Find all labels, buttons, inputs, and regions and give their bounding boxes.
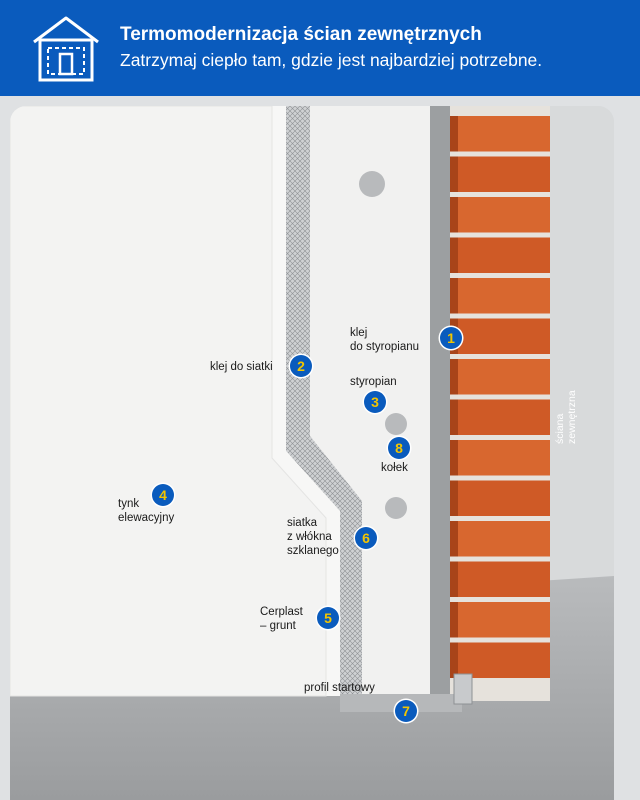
- brick-edge: [450, 278, 458, 314]
- brick: [458, 642, 550, 678]
- brick-courses: [450, 116, 550, 678]
- badge-1: 1: [440, 327, 462, 349]
- brick-edge: [450, 602, 458, 638]
- brick: [458, 521, 550, 557]
- brick: [458, 359, 550, 395]
- brick: [458, 278, 550, 314]
- brick-edge: [450, 440, 458, 476]
- label-starter-profile: profil startowy: [304, 682, 375, 694]
- brick: [458, 602, 550, 638]
- wall-layers-drawing: [10, 106, 614, 800]
- brick-edge: [450, 237, 458, 273]
- fiberglass-mesh-layer: [286, 106, 362, 696]
- header-banner: Termomodernizacja ścian zewnętrznych Zat…: [0, 0, 640, 96]
- dowel-head: [385, 497, 407, 519]
- badge-3: 3: [364, 391, 386, 413]
- badge-6: 6: [355, 527, 377, 549]
- render-surface: [10, 106, 327, 697]
- badge-2: 2: [290, 355, 312, 377]
- label-primer: Cerplast– grunt: [260, 606, 303, 632]
- brick-edge: [450, 642, 458, 678]
- brick: [458, 561, 550, 597]
- dowel-head: [385, 413, 407, 435]
- brick-edge: [450, 156, 458, 192]
- brick-edge: [450, 561, 458, 597]
- brick-edge: [450, 521, 458, 557]
- label-adhesive-mesh: klej do siatki: [210, 361, 273, 373]
- page-title: Termomodernizacja ścian zewnętrznych: [120, 24, 482, 45]
- brick-edge: [450, 359, 458, 395]
- brick: [458, 156, 550, 192]
- badge-5: 5: [317, 607, 339, 629]
- brick: [458, 399, 550, 435]
- primer-layer: [272, 106, 340, 696]
- brick: [458, 116, 550, 152]
- label-styrofoam: styropian: [350, 376, 397, 388]
- brick-edge: [450, 116, 458, 152]
- house-insulation-icon: [33, 16, 99, 82]
- dowel-head: [359, 171, 385, 197]
- brick-edge: [450, 480, 458, 516]
- badge-4: 4: [152, 484, 174, 506]
- brick-edge: [450, 399, 458, 435]
- brick-edge: [450, 197, 458, 233]
- badge-7: 7: [395, 700, 417, 722]
- brick: [458, 480, 550, 516]
- styrofoam-layer: [272, 106, 438, 696]
- label-dowel: kołek: [381, 462, 408, 474]
- page-subtitle: Zatrzymaj ciepło tam, gdzie jest najbard…: [120, 50, 543, 70]
- brick: [458, 318, 550, 354]
- adhesive-layer: [430, 106, 450, 696]
- badge-8: 8: [388, 437, 410, 459]
- brick: [458, 440, 550, 476]
- starter-bracket: [453, 673, 473, 705]
- brick: [458, 197, 550, 233]
- brick: [458, 237, 550, 273]
